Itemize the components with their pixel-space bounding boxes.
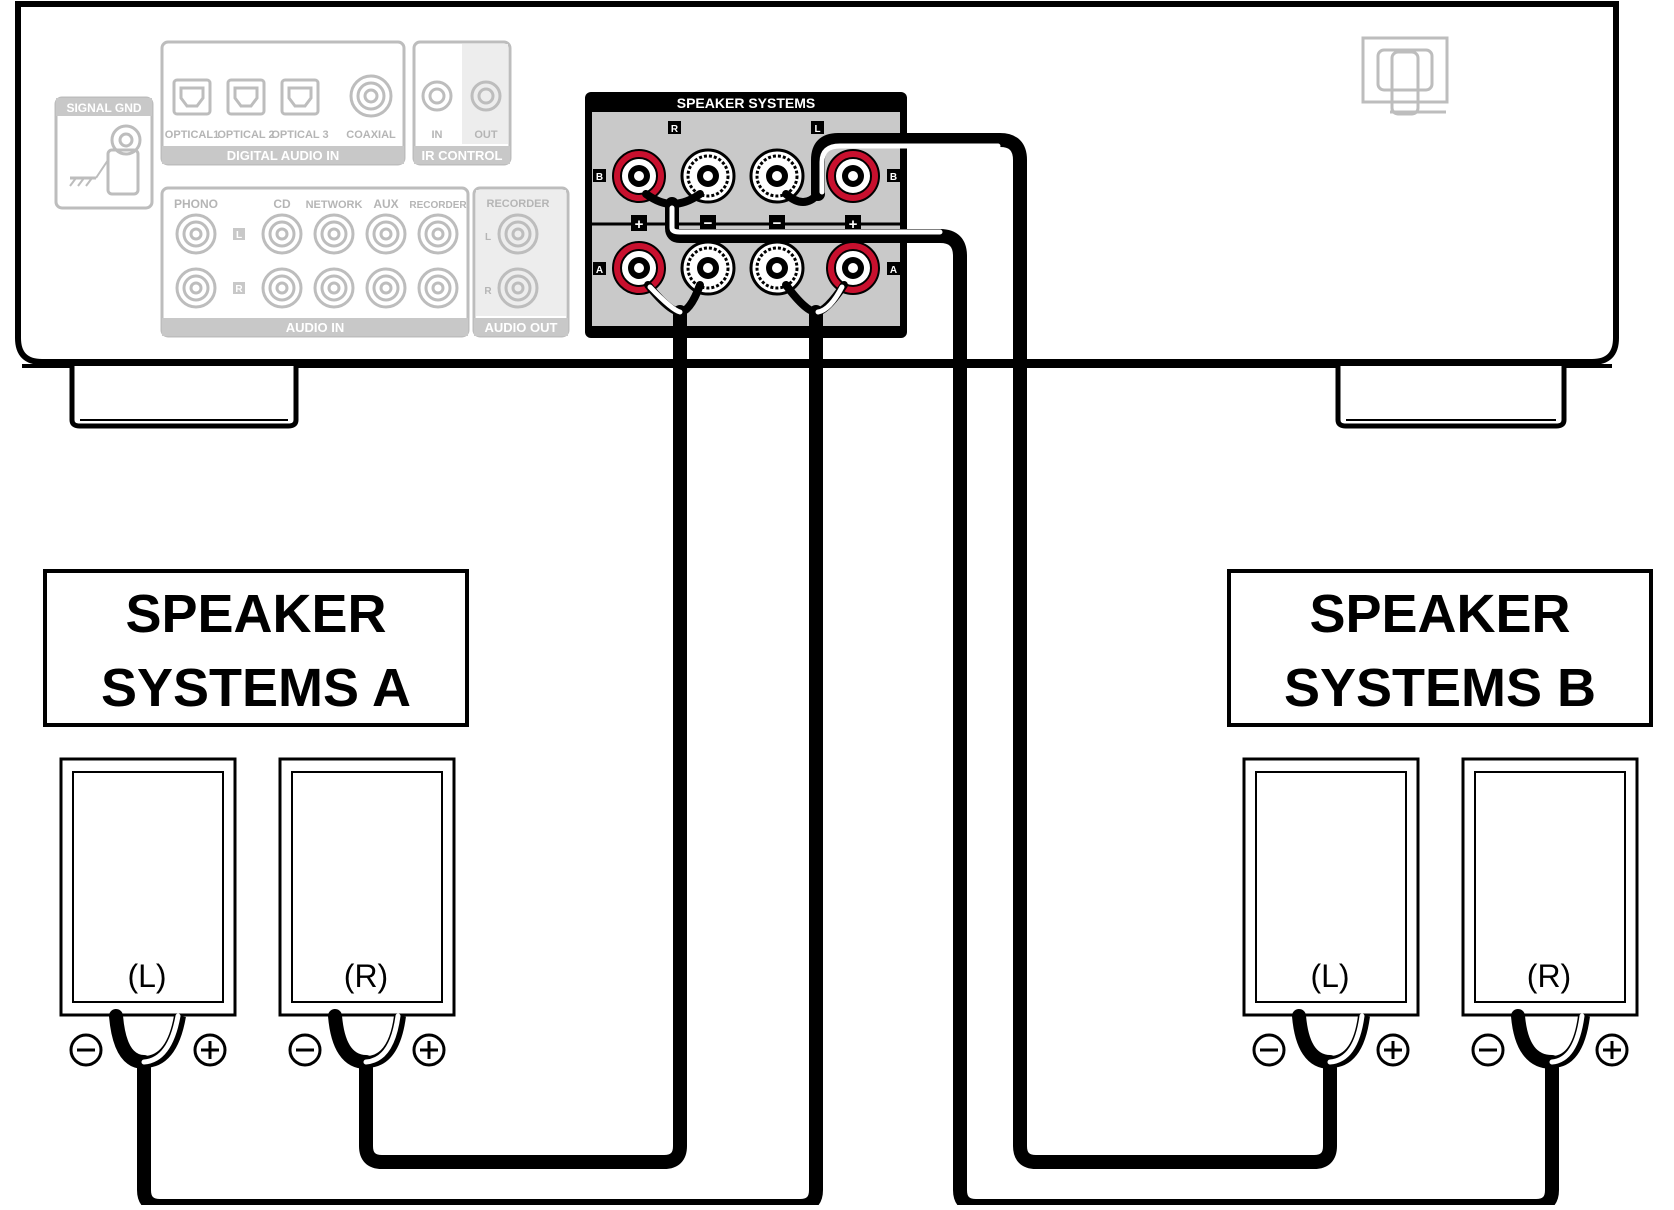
ir-control-label: IR CONTROL xyxy=(422,148,503,163)
audio-out-label: AUDIO OUT xyxy=(485,320,558,335)
ir-control-section: IR CONTROL IN OUT xyxy=(412,40,512,166)
polarity-plus-r: + xyxy=(635,216,644,233)
optical-1-jack xyxy=(172,78,212,116)
terminal-b-r-minus xyxy=(680,148,736,204)
ir-in-label: IN xyxy=(432,129,443,141)
cable-a-right xyxy=(359,281,704,1169)
row-a-right-label: A xyxy=(890,265,897,276)
row-b-left-label: B xyxy=(596,172,603,183)
row-b-right-label: B xyxy=(890,172,897,183)
digital-audio-in-section: DIGITAL AUDIO IN OPTICAL1 OPTICAL 2 OPTI… xyxy=(160,40,406,166)
right-foot xyxy=(1335,366,1567,429)
audio-in-r-label: R xyxy=(235,284,243,295)
polarity-minus-r: − xyxy=(704,215,713,232)
terminal-right-channel-label: R xyxy=(671,124,679,135)
minus-terminal-icon xyxy=(69,1033,103,1067)
plus-terminal-icon xyxy=(412,1033,446,1067)
coaxial-label: COAXIAL xyxy=(346,129,396,141)
recorder-in-jacks xyxy=(417,213,459,309)
speaker-a-left-label: (L) xyxy=(127,958,166,994)
polarity-plus-l: + xyxy=(849,216,858,233)
terminal-a-l-plus xyxy=(826,241,880,295)
speaker-systems-a-label-box: SPEAKER SYSTEMS A xyxy=(43,569,469,727)
speaker-b-left-label: (L) xyxy=(1310,958,1349,994)
signal-gnd-label: SIGNAL GND xyxy=(66,101,141,115)
aux-label: AUX xyxy=(373,197,398,211)
cable-b-left xyxy=(782,133,1337,1169)
audio-out-r-label: R xyxy=(484,286,492,297)
recorder-out-jacks xyxy=(497,213,539,309)
speaker-b-right-label: (R) xyxy=(1527,958,1571,994)
cd-jacks xyxy=(261,213,303,309)
plus-terminal-icon xyxy=(1376,1033,1410,1067)
recorder-in-label: RECORDER xyxy=(409,200,467,211)
terminal-b-r-plus xyxy=(612,149,666,203)
group-b-title-line2: SYSTEMS B xyxy=(1284,658,1596,718)
signal-gnd-terminal: SIGNAL GND xyxy=(54,96,154,210)
speaker-a-right: (R) xyxy=(278,757,456,1069)
audio-out-section: AUDIO OUT RECORDER L R xyxy=(472,186,570,338)
cable-b-right xyxy=(642,190,1559,1210)
speaker-systems-b-label-box: SPEAKER SYSTEMS B xyxy=(1227,569,1653,727)
audio-in-l-label: L xyxy=(236,230,242,241)
phono-label: PHONO xyxy=(174,197,218,211)
minus-terminal-icon xyxy=(1252,1033,1286,1067)
terminal-a-r-plus xyxy=(612,241,666,295)
recorder-out-label: RECORDER xyxy=(487,198,550,210)
group-a-title-line1: SPEAKER xyxy=(125,584,386,644)
terminal-left-channel-label: L xyxy=(814,124,820,135)
speaker-a-right-label: (R) xyxy=(344,958,388,994)
network-jacks xyxy=(313,213,355,309)
optical-3-jack xyxy=(280,78,320,116)
phono-jacks xyxy=(175,213,217,309)
optical-1-label: OPTICAL1 xyxy=(165,129,219,141)
speaker-a-left: (L) xyxy=(59,757,237,1069)
terminal-a-r-minus xyxy=(680,240,736,296)
optical-2-jack xyxy=(226,78,266,116)
terminal-b-l-plus xyxy=(826,149,880,203)
speaker-terminal-panel: SPEAKER SYSTEMS R L B B A A + − − + xyxy=(585,92,907,338)
terminal-a-l-minus xyxy=(749,240,805,296)
optical-2-label: OPTICAL 2 xyxy=(217,129,274,141)
audio-out-l-label: L xyxy=(485,232,491,243)
plus-terminal-icon xyxy=(193,1033,227,1067)
audio-in-section: AUDIO IN PHONO CD NETWORK AUX RECORDER L… xyxy=(160,186,470,338)
terminal-b-l-minus xyxy=(749,148,805,204)
minus-terminal-icon xyxy=(1471,1033,1505,1067)
speaker-b-right: (R) xyxy=(1461,757,1639,1069)
ir-in-jack xyxy=(421,80,453,112)
minus-terminal-icon xyxy=(288,1033,322,1067)
group-b-title-line1: SPEAKER xyxy=(1309,584,1570,644)
row-a-left-label: A xyxy=(596,265,603,276)
digital-audio-in-label: DIGITAL AUDIO IN xyxy=(227,148,339,163)
aux-jacks xyxy=(365,213,407,309)
ir-out-label: OUT xyxy=(474,129,498,141)
polarity-minus-l: − xyxy=(773,215,782,232)
ir-out-jack xyxy=(470,80,502,112)
speaker-b-left: (L) xyxy=(1242,757,1420,1069)
terminal-panel-title: SPEAKER SYSTEMS xyxy=(677,95,815,111)
cd-label: CD xyxy=(273,197,291,211)
network-label: NETWORK xyxy=(306,199,363,211)
coaxial-jack xyxy=(349,74,393,118)
plus-terminal-icon xyxy=(1595,1033,1629,1067)
group-a-title-line2: SYSTEMS A xyxy=(101,658,411,718)
audio-in-label: AUDIO IN xyxy=(286,320,345,335)
left-foot xyxy=(69,366,299,429)
optical-3-label: OPTICAL 3 xyxy=(271,129,328,141)
power-inlet-icon xyxy=(1361,36,1449,116)
